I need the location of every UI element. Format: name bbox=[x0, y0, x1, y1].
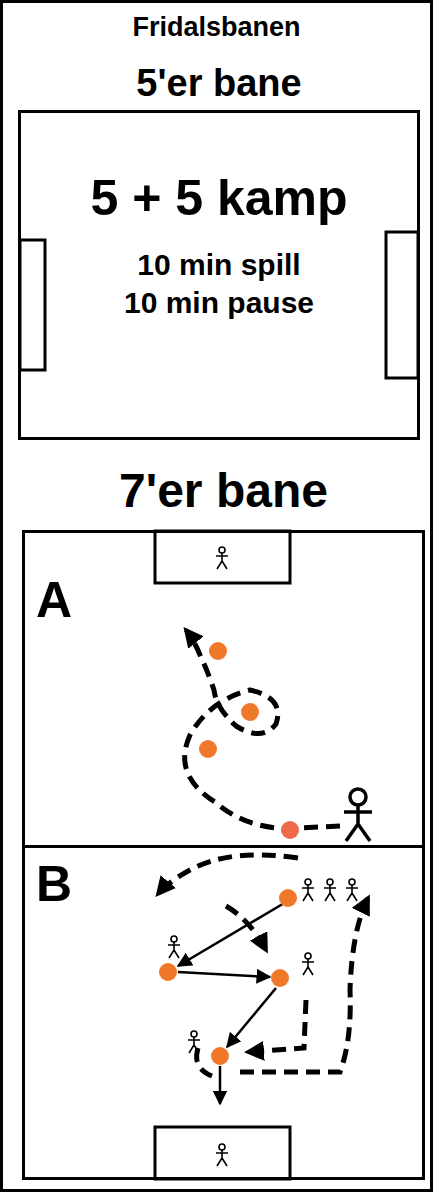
diagram-title: Fridalsbanen bbox=[0, 10, 433, 44]
goalkeeper bbox=[216, 547, 228, 569]
pitch-heading: 7'er bane bbox=[25, 463, 422, 519]
player-figures bbox=[168, 879, 358, 1053]
match-title: 5 + 5 kamp bbox=[21, 170, 417, 226]
pass-arrows bbox=[178, 902, 286, 1104]
match-detail: 10 min pause bbox=[21, 285, 417, 321]
dribble-path bbox=[185, 630, 340, 828]
drill-zone: A bbox=[22, 530, 425, 848]
goal bbox=[155, 531, 290, 583]
goalkeeper bbox=[216, 1144, 228, 1166]
zone-letter: A bbox=[36, 572, 425, 628]
zone-letter: B bbox=[36, 856, 425, 912]
match-detail: 10 min spill bbox=[21, 247, 417, 283]
player-figure bbox=[344, 789, 372, 841]
pitch-7er: 7'er baneAB bbox=[22, 530, 425, 1180]
goal bbox=[386, 232, 418, 378]
goal bbox=[155, 1127, 290, 1179]
pitch-5er: 5'er bane5 + 5 kamp10 min spill10 min pa… bbox=[18, 110, 420, 440]
cones bbox=[199, 642, 299, 839]
goal bbox=[20, 240, 45, 370]
pitch-heading: 5'er bane bbox=[21, 61, 417, 105]
drill-zone: B bbox=[22, 845, 425, 1183]
run-paths bbox=[158, 855, 368, 1076]
cones bbox=[159, 889, 297, 1065]
